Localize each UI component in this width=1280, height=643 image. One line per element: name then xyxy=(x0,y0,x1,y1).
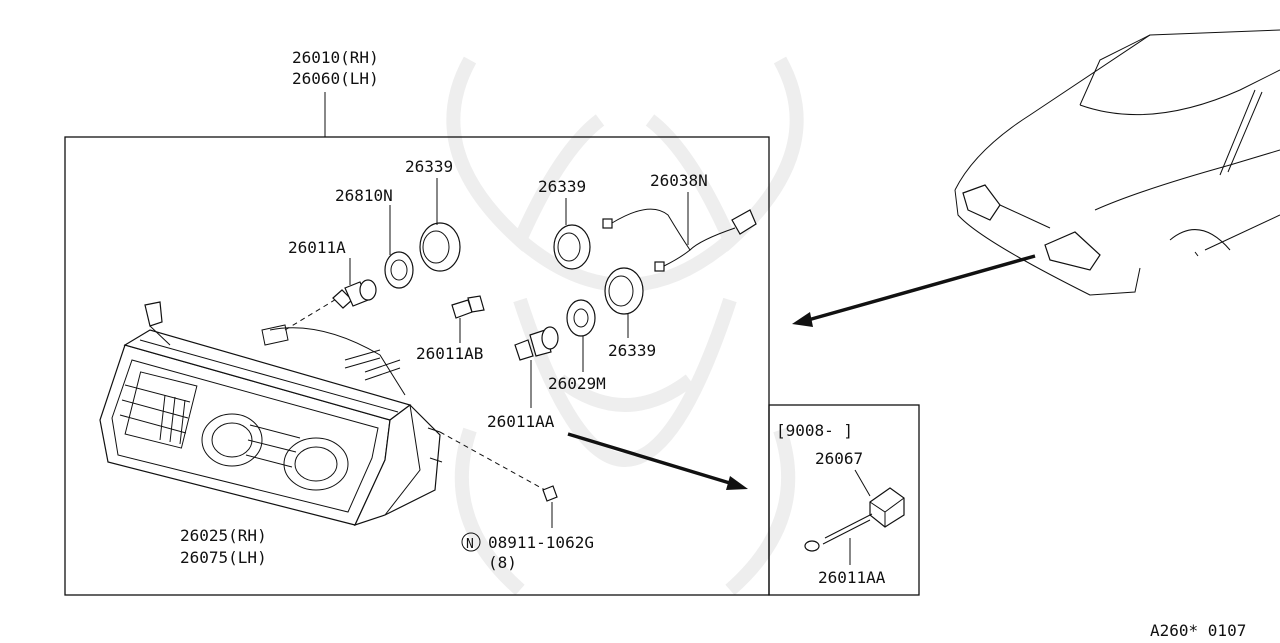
seal-26339-1 xyxy=(419,178,461,272)
headlamp-assembly xyxy=(99,301,443,527)
guide-bulb-1 xyxy=(284,297,339,331)
harness-26038N xyxy=(602,192,757,272)
arrow-to-inset xyxy=(567,432,748,490)
label-diagram-code: A260* 0107 xyxy=(1150,621,1246,639)
main-frame xyxy=(64,136,770,596)
seal-26339-2 xyxy=(553,198,591,270)
label-inset-part-2: 26011AA xyxy=(818,568,886,587)
guide-nut xyxy=(439,431,546,491)
label-socket-2: 26029M xyxy=(548,374,606,393)
label-nut-part: 08911-1062G xyxy=(488,533,594,552)
label-seal-2: 26339 xyxy=(538,177,586,196)
label-seal-1: 26339 xyxy=(405,157,453,176)
label-lens-rh: 26025(RH) xyxy=(180,526,267,545)
nut-08911 xyxy=(542,485,558,528)
label-housing-lh: 26060(LH) xyxy=(292,69,379,88)
socket-26029M xyxy=(566,299,596,372)
watermark-crest xyxy=(446,56,804,596)
label-bulb-1: 26011A xyxy=(288,238,346,257)
label-bulb-small: 26011AB xyxy=(416,344,483,363)
label-harness: 26038N xyxy=(650,171,708,190)
label-housing-rh: 26010(RH) xyxy=(292,48,379,67)
label-inset-date: [9008- ] xyxy=(776,421,853,440)
car-sketch xyxy=(954,29,1280,296)
inset-bulb-26067 xyxy=(804,469,905,565)
nut-symbol: N xyxy=(466,537,474,552)
bulb-26011A xyxy=(332,258,377,309)
label-socket-1: 26810N xyxy=(335,186,393,205)
bulb-26011AB xyxy=(451,295,485,343)
inset-frame xyxy=(768,404,920,596)
label-lens-lh: 26075(LH) xyxy=(180,548,267,567)
label-nut-qty: (8) xyxy=(488,553,517,572)
bulb-26011AA xyxy=(514,326,559,408)
label-bulb-2: 26011AA xyxy=(487,412,555,431)
label-inset-part-1: 26067 xyxy=(815,449,863,468)
label-seal-3: 26339 xyxy=(608,341,656,360)
seal-26339-3 xyxy=(604,267,644,338)
nut-symbol-circle xyxy=(461,532,481,552)
socket-26810N xyxy=(384,205,414,289)
arrow-from-car xyxy=(792,254,1036,327)
